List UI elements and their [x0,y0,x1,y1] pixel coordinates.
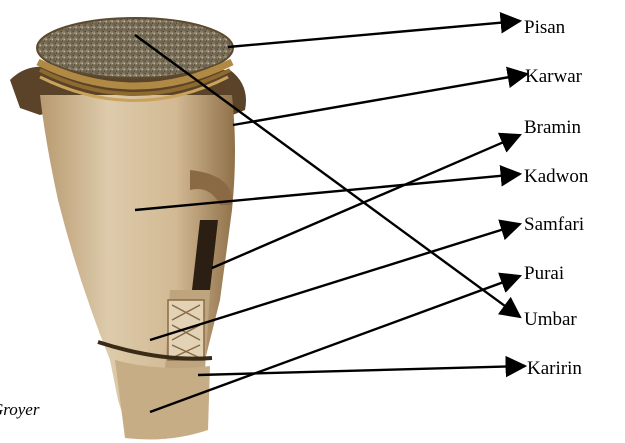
label-bramin: Bramin [524,118,581,137]
label-kadwon: Kadwon [524,167,588,186]
label-karwar: Karwar [525,67,582,86]
label-samfari: Samfari [524,215,584,234]
arrow-karirin [198,366,525,375]
arrow-kadwon [135,174,520,210]
label-purai: Purai [524,264,564,283]
arrow-purai [150,276,520,412]
label-pisan: Pisan [524,18,565,37]
label-karirin: Karirin [527,359,582,378]
arrow-pisan [228,21,520,47]
label-umbar: Umbar [524,310,577,329]
arrow-bramin [212,135,520,268]
arrow-karwar [233,74,527,125]
arrow-samfari [150,224,520,340]
credit-text: Groyer [0,401,39,418]
arrow-umbar [135,35,520,317]
